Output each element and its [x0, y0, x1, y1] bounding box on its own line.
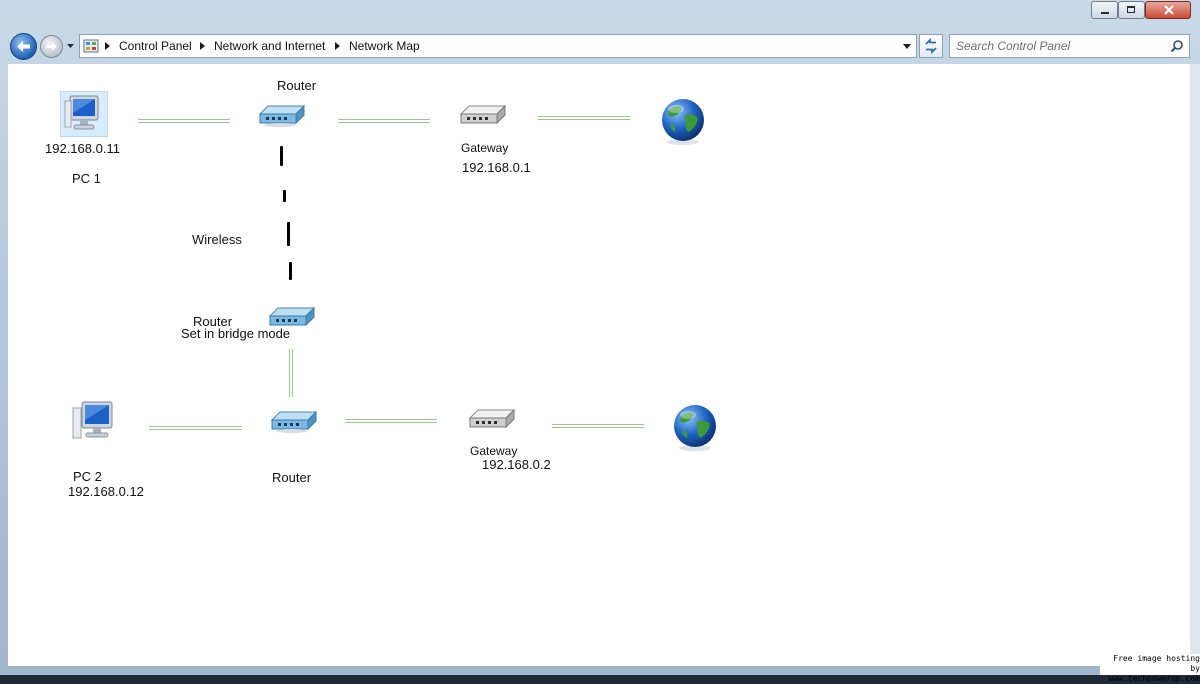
- minimize-icon: [1101, 12, 1109, 14]
- gateway-top-icon[interactable]: [459, 104, 507, 128]
- internet-bottom-globe-icon[interactable]: [672, 404, 718, 452]
- refresh-icon: [925, 37, 937, 55]
- network-map-pane: 192.168.0.11 PC 1 Router Gateway 19: [8, 64, 1190, 666]
- bridge-mode-label: Set in bridge mode: [181, 326, 291, 341]
- search-icon[interactable]: [1170, 39, 1184, 53]
- vertical-scrollbar[interactable]: [1190, 64, 1200, 666]
- watermark-line-1: Free image hosting by: [1113, 654, 1200, 673]
- recent-pages-dropdown-icon[interactable]: [66, 42, 75, 50]
- minimize-button[interactable]: [1091, 1, 1118, 19]
- router-top-label: Router: [277, 78, 317, 93]
- wireless-link-segment: [280, 146, 283, 166]
- gateway-bottom-icon[interactable]: [468, 408, 516, 432]
- router-gateway-top-link: [338, 119, 430, 123]
- forward-arrow-icon: [46, 42, 57, 51]
- gateway-top-ip-label: 192.168.0.1: [462, 160, 531, 175]
- watermark-line-2: www.techpowerup.com: [1108, 674, 1200, 683]
- maximize-icon: [1127, 6, 1135, 13]
- navigation-bar: Control Panel Network and Internet Netwo…: [0, 30, 1200, 62]
- wireless-link-segment: [289, 262, 292, 280]
- pc-1-computer-icon[interactable]: [60, 91, 108, 137]
- breadcrumb-network-map[interactable]: Network Map: [349, 39, 420, 53]
- pc-2-ip-label: 192.168.0.12: [68, 484, 144, 499]
- breadcrumb-control-panel[interactable]: Control Panel: [119, 39, 192, 53]
- watermark: Free image hosting by www.techpowerup.co…: [1100, 654, 1200, 683]
- pc-2-name-label: PC 2: [73, 469, 102, 484]
- router-bottom-label: Router: [272, 470, 312, 485]
- wireless-label: Wireless: [192, 232, 242, 247]
- breadcrumb-network-and-internet[interactable]: Network and Internet: [214, 39, 326, 53]
- pc-1-ip-label: 192.168.0.11: [45, 141, 120, 156]
- pc-1-name-label: PC 1: [72, 171, 101, 186]
- forward-button[interactable]: [40, 35, 63, 58]
- gateway-internet-top-link: [538, 116, 630, 120]
- bridge-router-link: [289, 349, 293, 397]
- close-icon: [1164, 3, 1174, 17]
- router-gateway-bottom-link: [345, 419, 437, 423]
- back-button[interactable]: [10, 33, 37, 60]
- wireless-link-segment: [287, 222, 290, 246]
- search-box[interactable]: [949, 34, 1190, 58]
- gateway-bottom-ip-label: 192.168.0.2: [482, 457, 551, 472]
- router-top-icon[interactable]: [258, 104, 306, 128]
- address-dropdown-icon[interactable]: [903, 44, 911, 49]
- control-panel-icon: [83, 39, 99, 53]
- pc-2-computer-icon[interactable]: [68, 398, 120, 444]
- back-arrow-icon: [17, 41, 30, 52]
- pc2-router-link: [149, 426, 242, 430]
- maximize-button[interactable]: [1118, 1, 1145, 19]
- refresh-button[interactable]: [919, 34, 943, 58]
- bridge-router-icon[interactable]: [268, 306, 316, 330]
- internet-top-globe-icon[interactable]: [660, 98, 706, 146]
- address-bar[interactable]: Control Panel Network and Internet Netwo…: [79, 34, 917, 58]
- gateway-bottom-label: Gateway: [470, 444, 518, 458]
- gateway-top-label: Gateway: [461, 141, 509, 155]
- breadcrumb-separator-icon[interactable]: [105, 42, 110, 50]
- search-input[interactable]: [956, 38, 1166, 54]
- breadcrumb-separator-icon[interactable]: [200, 42, 205, 50]
- pc1-router-link: [138, 119, 230, 123]
- router-bottom-icon[interactable]: [270, 410, 318, 434]
- close-button[interactable]: [1145, 1, 1191, 19]
- wireless-link-segment: [283, 190, 286, 202]
- gateway-internet-bottom-link: [552, 424, 644, 428]
- breadcrumb-separator-icon[interactable]: [335, 42, 340, 50]
- title-bar: [0, 0, 1200, 28]
- bridge-router-label: Router: [193, 314, 233, 329]
